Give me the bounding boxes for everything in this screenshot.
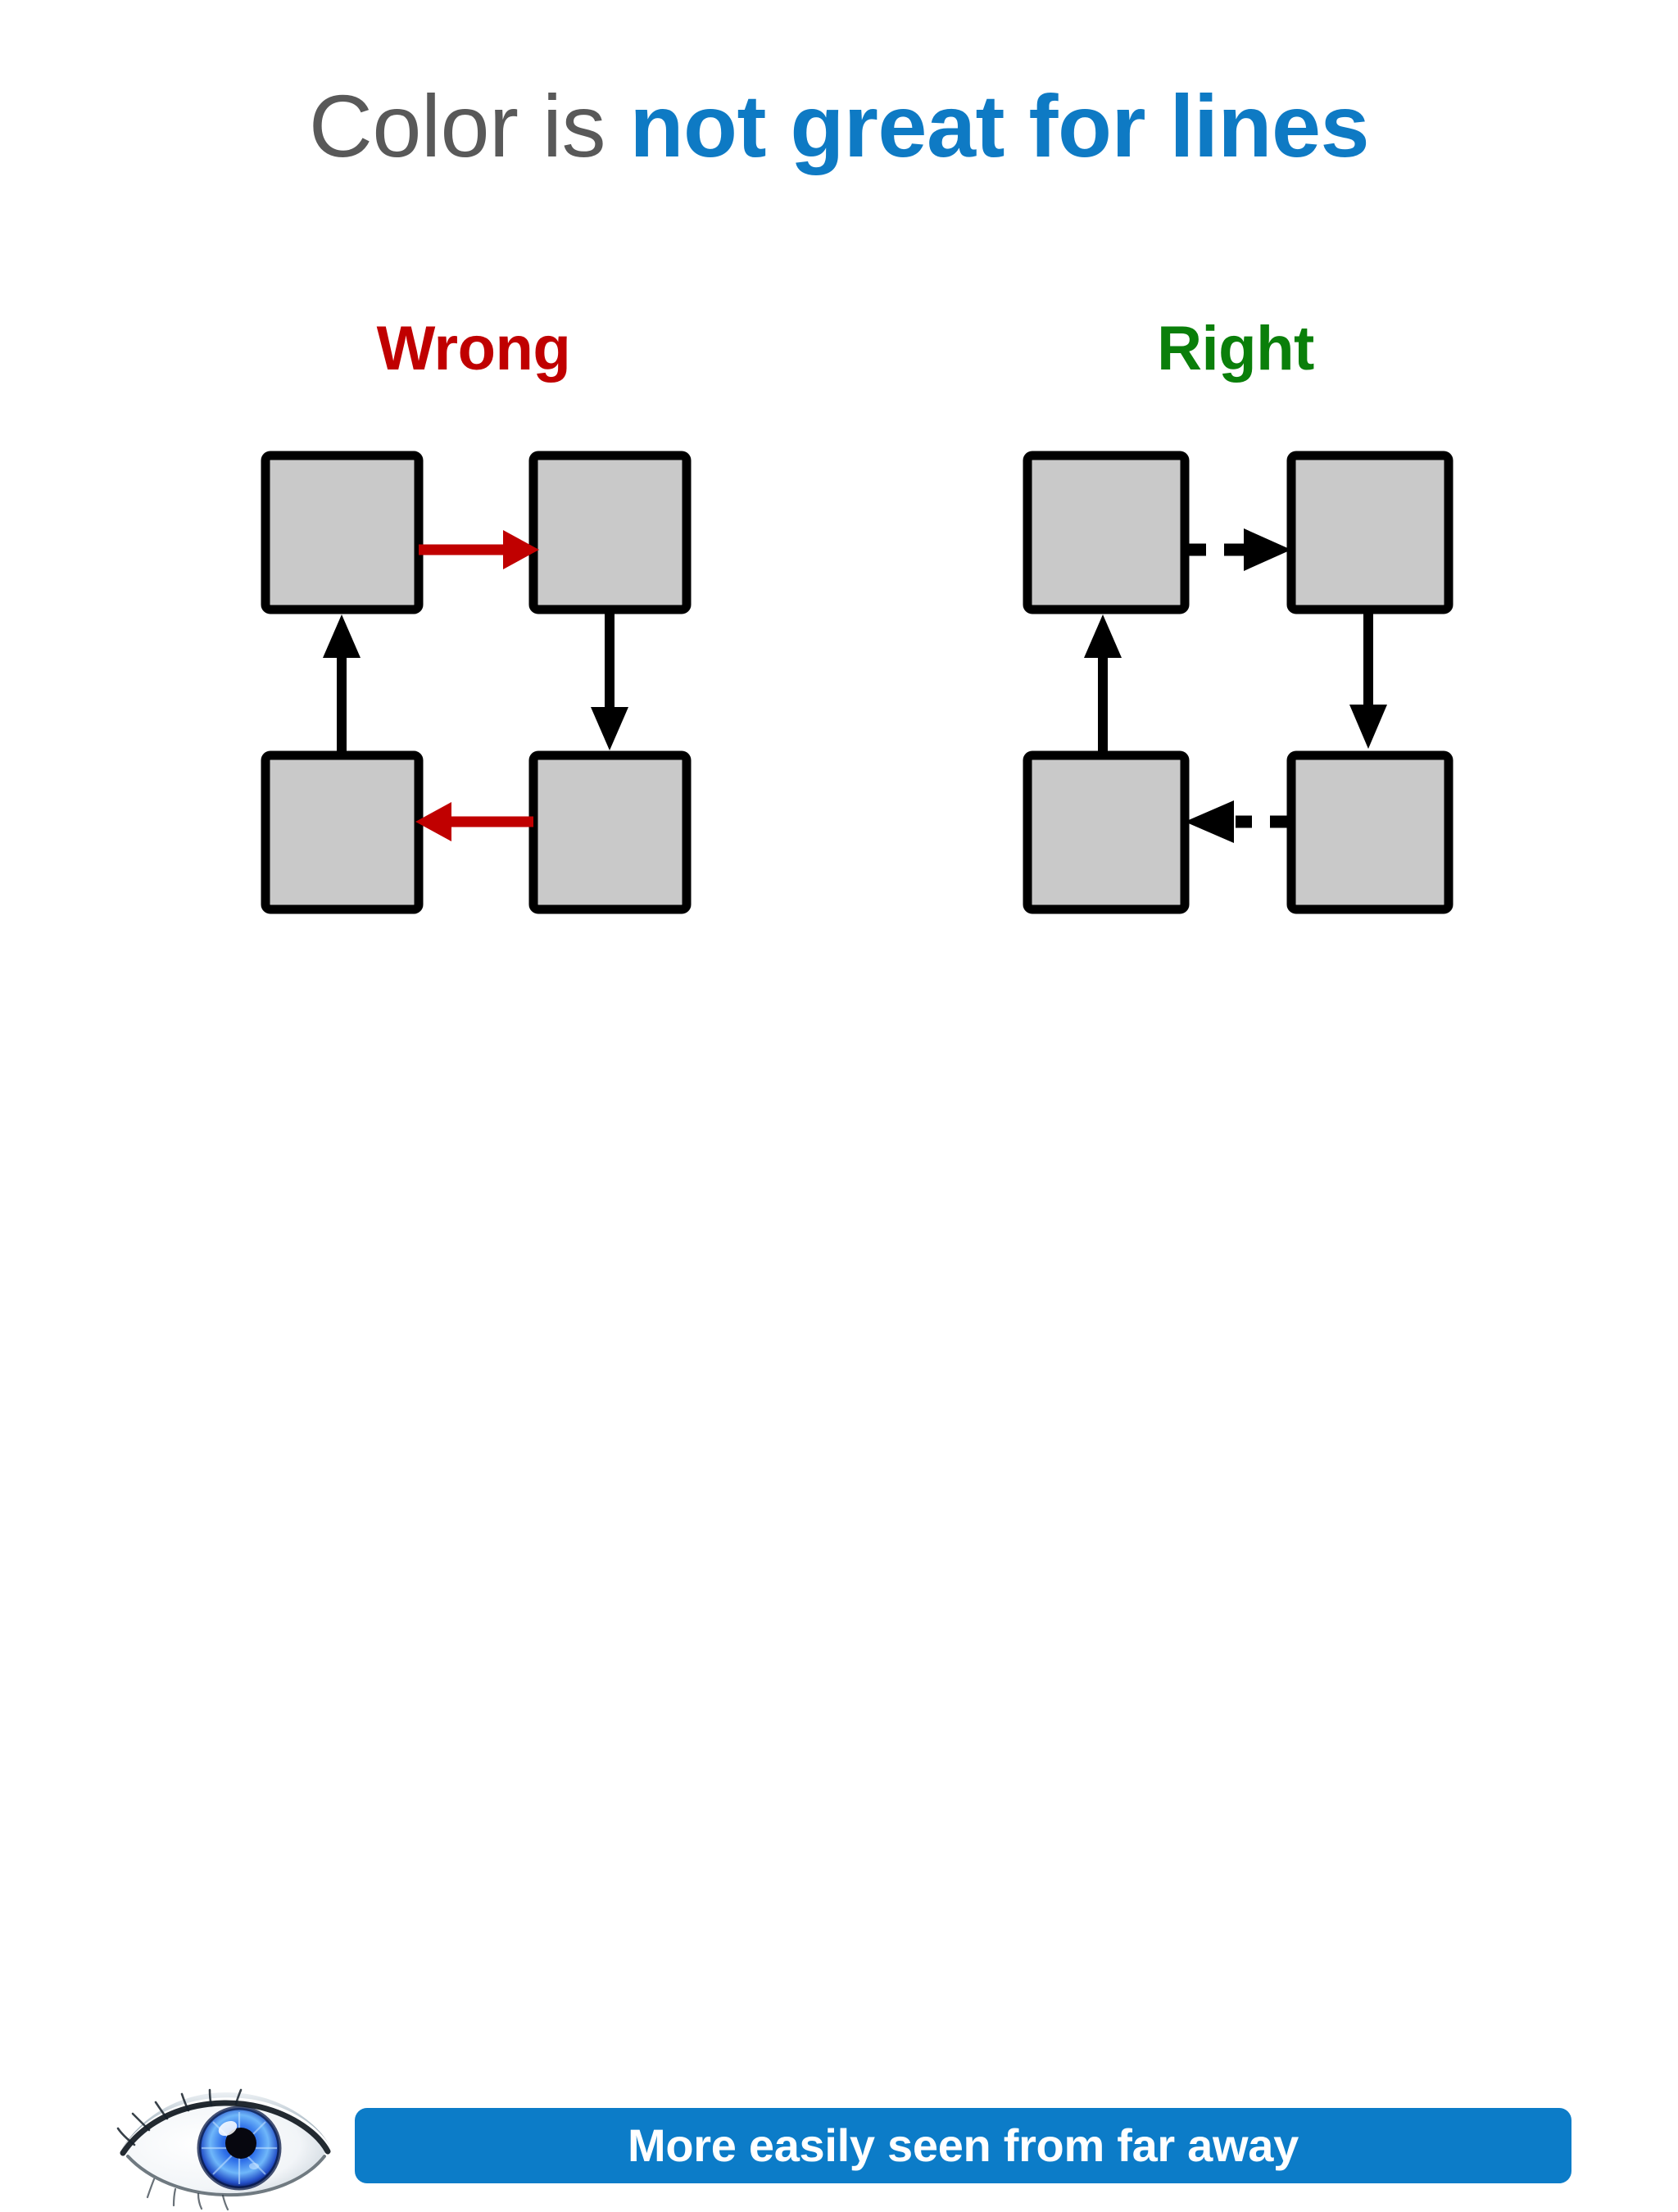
node-top-left [261, 451, 424, 614]
bottom-strip: More easily seen from far away [0, 1042, 1678, 2211]
edge-bottom-left-arrow [415, 802, 533, 841]
edge-bottom-left-arrow [1185, 800, 1291, 843]
title-accent-text: not great for lines [629, 76, 1370, 175]
status-banner: More easily seen from far away [355, 2108, 1571, 2183]
slide-canvas: Color is not great for lines Wrong Right [0, 76, 1678, 2211]
node-bottom-right [528, 750, 692, 914]
edge-right-down-arrow [591, 610, 628, 750]
node-bottom-right [1286, 750, 1454, 914]
node-bottom-left [1023, 750, 1190, 914]
edge-top-right-arrow [419, 530, 539, 569]
edge-left-up-arrow [323, 614, 361, 755]
diagram-right [1021, 449, 1455, 916]
edge-right-down-arrow [1349, 610, 1387, 749]
title-plain-text: Color is [308, 76, 630, 175]
column-heading-wrong: Wrong [376, 314, 571, 383]
node-top-right [1286, 451, 1454, 614]
edge-left-up-arrow [1084, 614, 1122, 755]
diagram-wrong [259, 449, 693, 916]
node-bottom-left [261, 750, 424, 914]
page-title: Color is not great for lines [0, 76, 1678, 175]
node-top-left [1023, 451, 1190, 614]
column-heading-right: Right [1157, 314, 1314, 383]
edge-top-right-arrow [1185, 528, 1291, 571]
node-top-right [528, 451, 692, 614]
eye-photo-icon [116, 2087, 336, 2212]
banner-text: More easily seen from far away [628, 2119, 1299, 2171]
